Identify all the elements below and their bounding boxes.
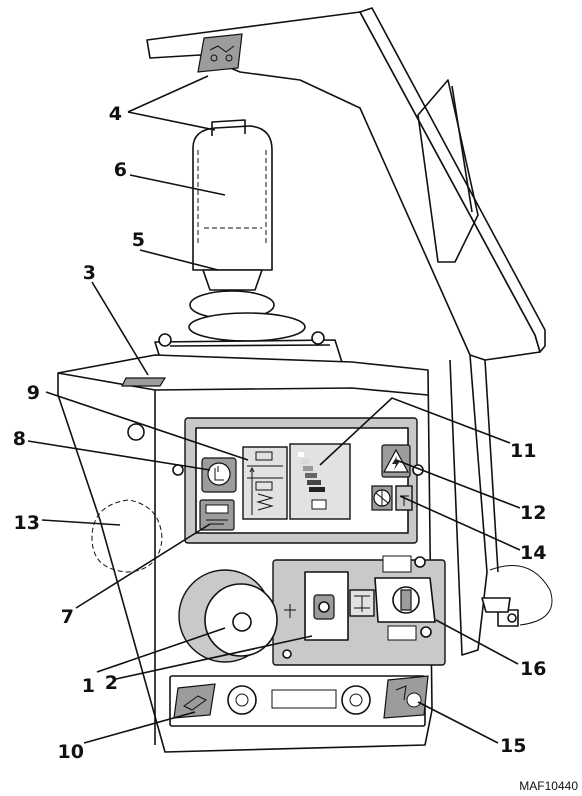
callout-10: 10: [58, 741, 84, 763]
drive-mode-selector[interactable]: [349, 589, 375, 617]
callout-16: 16: [520, 658, 546, 680]
bottom-panel: [169, 675, 426, 727]
callout-14: 14: [520, 542, 546, 564]
callout-labels: 1 2 3 4 5 6 7 8 9 10 11 12 13 14 15 16 M…: [13, 103, 579, 793]
leader-lines: [27, 75, 521, 744]
forks-tilt-button[interactable]: [383, 675, 429, 719]
battery-level-indicator: [289, 443, 351, 520]
callout-3: 3: [83, 262, 96, 284]
reference-code: MAF10440: [519, 779, 578, 793]
lift-height-icon: [199, 499, 235, 531]
callout-13: 13: [14, 512, 40, 534]
callout-1: 1: [82, 675, 95, 697]
callout-5: 5: [132, 229, 145, 251]
overhead-frame: [146, 7, 546, 656]
power-warning-icon: [381, 444, 411, 478]
callout-11: 11: [510, 440, 536, 462]
joystick-function-decal: [197, 33, 243, 73]
operator-seat-icon: [201, 457, 237, 493]
toggle-switch[interactable]: [284, 571, 349, 641]
horn-button[interactable]: [173, 683, 216, 719]
steering-wheel-icon: [371, 485, 393, 511]
callout-4: 4: [109, 103, 122, 125]
callout-15: 15: [500, 735, 526, 757]
round-knob[interactable]: [178, 569, 278, 663]
joystick[interactable]: [154, 119, 353, 391]
key-switch[interactable]: [374, 555, 436, 641]
callout-2: 2: [105, 672, 118, 694]
display-panel: [172, 417, 424, 544]
callout-6: 6: [114, 159, 127, 181]
callout-9: 9: [27, 382, 40, 404]
callout-8: 8: [13, 428, 26, 450]
callout-7: 7: [61, 606, 74, 628]
lanyard-pin[interactable]: [481, 565, 553, 627]
suspension-lock-icon: [242, 446, 288, 520]
callout-12: 12: [520, 502, 546, 524]
